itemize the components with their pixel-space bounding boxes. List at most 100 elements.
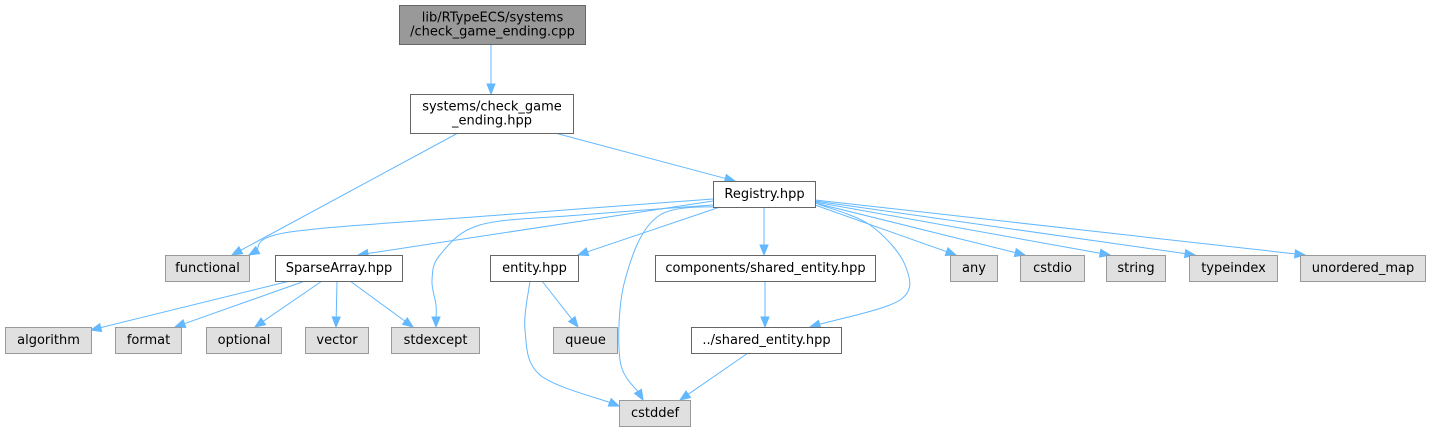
node-label: systems/check_game — [422, 100, 562, 115]
node-box — [490, 255, 579, 282]
node-box — [1300, 255, 1426, 282]
edge-registry-to-functional — [247, 198, 714, 256]
node-box — [391, 327, 480, 354]
node-vector[interactable]: vector — [305, 327, 369, 354]
edge-line — [814, 204, 949, 253]
edge-line — [261, 280, 323, 323]
node-box — [619, 400, 691, 427]
arrowhead-icon — [760, 316, 770, 329]
edge-line — [814, 199, 1298, 255]
node-typeindex[interactable]: typeindex — [1189, 255, 1278, 282]
node-box — [950, 255, 998, 282]
node-label: components/shared_entity.hpp — [665, 261, 865, 276]
edge-registry-to-typeindex — [814, 200, 1197, 259]
arrowhead-icon — [1013, 247, 1027, 258]
node-label: Registry.hpp — [724, 187, 804, 202]
node-stdexcept[interactable]: stdexcept — [391, 327, 480, 354]
node-sparse[interactable]: SparseArray.hpp — [275, 255, 403, 282]
edge-line — [182, 280, 306, 325]
edge-line — [618, 206, 741, 394]
node-cstdio[interactable]: cstdio — [1020, 255, 1085, 282]
node-box — [713, 181, 816, 208]
node-box — [305, 327, 369, 354]
edge-sparse-to-stdexcept — [349, 280, 415, 328]
node-box — [1106, 255, 1166, 282]
edge-sparse-to-algorithm — [89, 280, 291, 333]
edge-line — [431, 204, 714, 320]
edge-sparse-to-vector — [331, 280, 341, 329]
node-label: SparseArray.hpp — [286, 261, 393, 276]
arrowhead-icon — [253, 317, 267, 328]
node-label: cstdio — [1033, 261, 1072, 276]
node-any[interactable]: any — [950, 255, 998, 282]
edge-line — [335, 280, 338, 320]
arrowhead-icon — [1294, 249, 1307, 259]
node-box — [410, 94, 574, 134]
node-label: lib/RTypeECS/systems — [422, 11, 564, 26]
edge-line — [814, 201, 1103, 255]
node-label: unordered_map — [1312, 261, 1415, 276]
arrowhead-icon — [331, 316, 341, 329]
edge-check_hpp-to-functional — [230, 132, 459, 256]
arrowhead-icon — [247, 245, 261, 256]
node-functional[interactable]: functional — [165, 255, 250, 282]
node-box — [206, 327, 282, 354]
node-box — [5, 327, 92, 354]
edge-root-to-check_hpp — [486, 44, 496, 96]
arrowhead-icon — [173, 319, 187, 328]
node-label: functional — [175, 261, 240, 276]
arrowhead-icon — [576, 247, 590, 257]
arrowhead-icon — [230, 245, 244, 256]
edge-registry-to-cstddef — [618, 206, 741, 402]
node-label: entity.hpp — [502, 261, 567, 276]
node-registry[interactable]: Registry.hpp — [713, 181, 816, 208]
edge-registry-to-any — [814, 204, 958, 256]
edge-shared_rel-to-cstddef — [678, 352, 749, 401]
edge-registry-to-string — [814, 201, 1112, 258]
node-comp_shared[interactable]: components/shared_entity.hpp — [655, 255, 876, 282]
node-optional[interactable]: optional — [206, 327, 282, 354]
arrowhead-icon — [89, 322, 103, 333]
node-shared_rel[interactable]: ../shared_entity.hpp — [691, 327, 842, 354]
node-label: typeindex — [1201, 261, 1266, 276]
edges-layer — [89, 44, 1307, 407]
edge-registry-to-unordered_map — [814, 199, 1307, 259]
edge-line — [365, 200, 714, 255]
nodes-layer: lib/RTypeECS/systems/check_game_ending.c… — [5, 5, 1426, 427]
edge-line — [255, 198, 714, 252]
node-root[interactable]: lib/RTypeECS/systems/check_game_ending.c… — [399, 5, 586, 45]
edge-line — [541, 280, 574, 322]
edge-line — [554, 132, 728, 180]
edge-entity-to-queue — [541, 280, 579, 329]
arrowhead-icon — [633, 388, 644, 402]
arrowhead-icon — [486, 83, 496, 96]
edge-registry-to-entity — [576, 206, 721, 257]
edge-entity-to-cstddef — [524, 280, 621, 407]
node-box — [115, 327, 182, 354]
node-string[interactable]: string — [1106, 255, 1166, 282]
node-algorithm[interactable]: algorithm — [5, 327, 92, 354]
node-queue[interactable]: queue — [553, 327, 618, 354]
arrowhead-icon — [401, 316, 415, 328]
node-label: algorithm — [17, 333, 80, 348]
node-unordered_map[interactable]: unordered_map — [1300, 255, 1426, 282]
arrowhead-icon — [567, 315, 579, 329]
node-box — [399, 5, 586, 45]
edge-line — [524, 280, 612, 404]
node-label: optional — [218, 333, 271, 348]
node-cstddef[interactable]: cstddef — [619, 400, 691, 427]
edge-line — [814, 202, 1018, 254]
edge-sparse-to-optional — [253, 280, 323, 328]
arrowhead-icon — [431, 316, 441, 329]
node-entity[interactable]: entity.hpp — [490, 255, 579, 282]
node-box — [1020, 255, 1085, 282]
node-label: any — [962, 261, 986, 276]
edge-comp_shared-to-shared_rel — [760, 281, 770, 329]
edge-registry-to-sparse — [356, 200, 714, 259]
node-label: vector — [316, 333, 358, 348]
node-label: queue — [565, 333, 606, 348]
edge-registry-to-cstdio — [814, 202, 1027, 258]
node-check_hpp[interactable]: systems/check_game_ending.hpp — [410, 94, 574, 134]
node-format[interactable]: format — [115, 327, 182, 354]
edge-line — [686, 352, 749, 396]
